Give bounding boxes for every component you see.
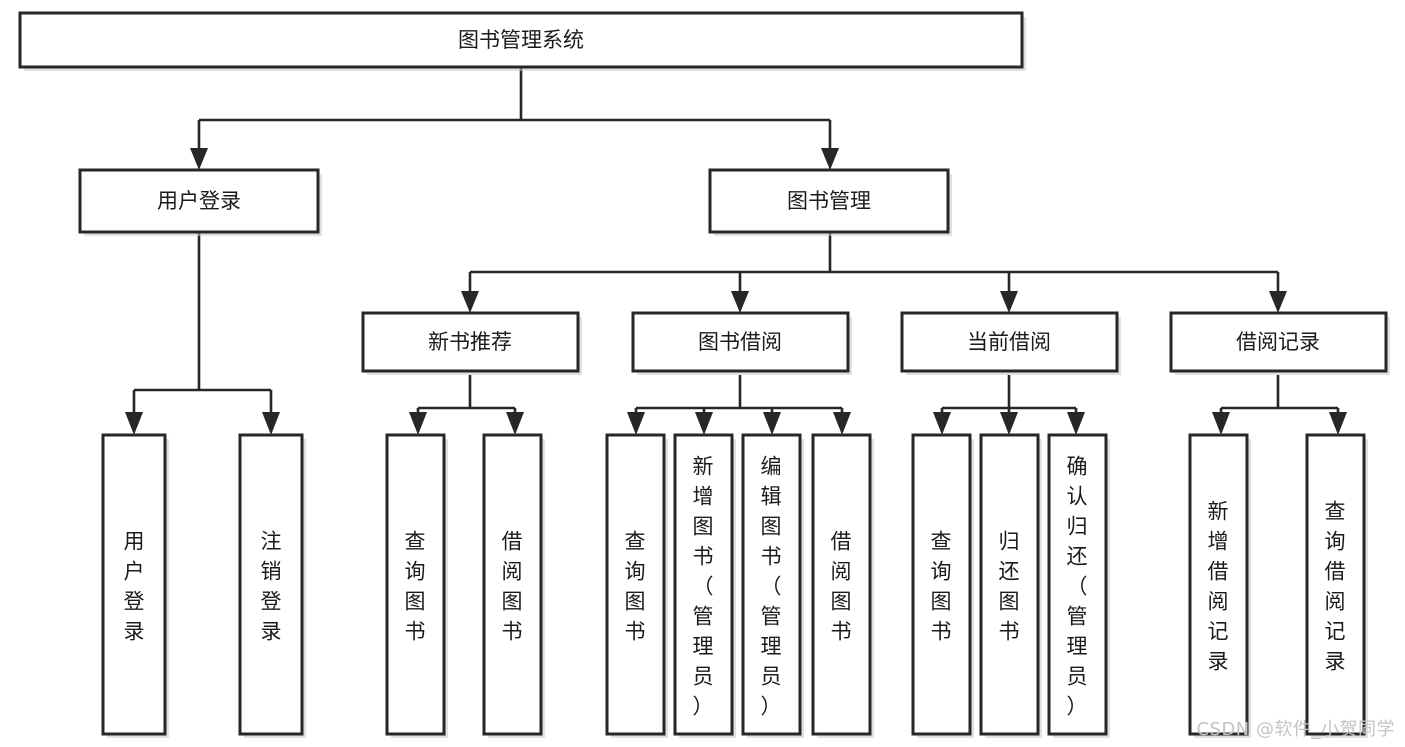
leaf-recommend-1-label: 查询图书 [405,529,426,643]
node-borrow-record[interactable]: 借阅记录 [1169,311,1390,375]
leaf-record-2[interactable]: 查询借阅记录 [1305,433,1368,738]
leaf-borrow-2-box [673,433,734,736]
user-login-label: 用户登录 [157,189,241,213]
arrow-bookmgmt-c1 [461,291,479,313]
arrow-bookmgmt-c4 [1269,291,1287,313]
leaf-record-1-box [1188,433,1249,736]
leaf-record-1[interactable]: 新增借阅记录 [1188,433,1251,738]
user-login-box [78,168,320,234]
leaf-user-login-2-box [238,433,304,736]
arrow-record-l1 [1212,412,1230,435]
borrow-record-box [1169,311,1388,373]
arrow-root-to-login [190,148,208,170]
connector-layer [125,67,1347,435]
leaf-current-1-label: 查询图书 [931,529,952,643]
leaf-recommend-1-box [385,433,446,736]
arrow-current-l1 [933,412,951,435]
arrow-root-to-bookmgmt [821,148,839,170]
borrow-record-label: 借阅记录 [1236,330,1320,354]
arrow-borrow-l1 [627,412,645,435]
leaf-user-login-1-label: 用户登录 [124,529,145,643]
arrow-bookmgmt-c3 [1000,291,1018,313]
current-borrow-box [900,311,1119,373]
current-borrow-label: 当前借阅 [967,330,1051,354]
node-book-borrow[interactable]: 图书借阅 [631,311,852,375]
leaf-borrow-4-label: 借阅图书 [831,529,852,643]
book-management-box [708,168,950,234]
leaf-borrow-3-box [741,433,802,736]
book-borrow-label: 图书借阅 [698,330,782,354]
root-label: 图书管理系统 [458,28,584,52]
leaf-record-2-label: 查询借阅记录 [1325,499,1346,673]
arrow-borrow-l4 [833,412,851,435]
arrow-recommend-l2 [506,412,524,435]
node-book-management[interactable]: 图书管理 [708,168,952,236]
leaf-recommend-2-label: 借阅图书 [502,529,523,643]
leaf-borrow-1-box [605,433,666,736]
leaf-user-login-2-label: 注销登录 [261,529,282,643]
book-management-label: 图书管理 [787,189,871,213]
leaf-current-2-box [979,433,1040,736]
leaf-borrow-3-label: 编辑图书（管理员） [761,454,782,718]
leaf-borrow-1[interactable]: 查询图书 [605,433,668,738]
leaf-current-1-box [911,433,972,736]
new-book-recommend-box [361,311,580,373]
leaf-user-login-1-box [101,433,167,736]
arrow-bookmgmt-c2 [731,291,749,313]
leaf-record-2-box [1305,433,1366,736]
node-new-book-recommend[interactable]: 新书推荐 [361,311,582,375]
leaf-current-2[interactable]: 归还图书 [979,433,1042,738]
new-book-recommend-label: 新书推荐 [428,330,512,354]
leaf-borrow-3[interactable]: 编辑图书（管理员） [741,433,804,738]
leaf-current-2-label: 归还图书 [999,529,1020,643]
leaf-user-login-1[interactable]: 用户登录 [101,433,169,738]
arrow-login-leaf2 [262,412,280,435]
leaf-recommend-2-box [482,433,543,736]
node-root[interactable]: 图书管理系统 [18,11,1026,71]
arrow-borrow-l2 [695,412,713,435]
leaf-borrow-2[interactable]: 新增图书（管理员） [673,433,736,738]
leaf-current-1[interactable]: 查询图书 [911,433,974,738]
leaf-user-login-2[interactable]: 注销登录 [238,433,306,738]
book-borrow-box [631,311,850,373]
leaf-recommend-1[interactable]: 查询图书 [385,433,448,738]
leaf-borrow-4[interactable]: 借阅图书 [811,433,874,738]
leaf-record-1-label: 新增借阅记录 [1208,499,1229,673]
leaf-current-3-label: 确认归还（管理员） [1067,454,1088,718]
root-box [18,11,1024,69]
leaf-borrow-2-label: 新增图书（管理员） [693,454,714,718]
leaf-borrow-1-label: 查询图书 [625,529,646,643]
node-user-login[interactable]: 用户登录 [78,168,322,236]
arrow-record-l2 [1329,412,1347,435]
arrow-current-l3 [1067,412,1085,435]
arrow-login-leaf1 [125,412,143,435]
arrow-current-l2 [1000,412,1018,435]
csdn-watermark: CSDN @软件_小贺同学 [1196,719,1395,740]
leaf-current-3-box [1047,433,1108,736]
leaf-current-3[interactable]: 确认归还（管理员） [1047,433,1110,738]
arrow-borrow-l3 [763,412,781,435]
node-current-borrow[interactable]: 当前借阅 [900,311,1121,375]
leaf-borrow-4-box [811,433,872,736]
leaf-recommend-2[interactable]: 借阅图书 [482,433,545,738]
arrow-recommend-l1 [409,412,427,435]
